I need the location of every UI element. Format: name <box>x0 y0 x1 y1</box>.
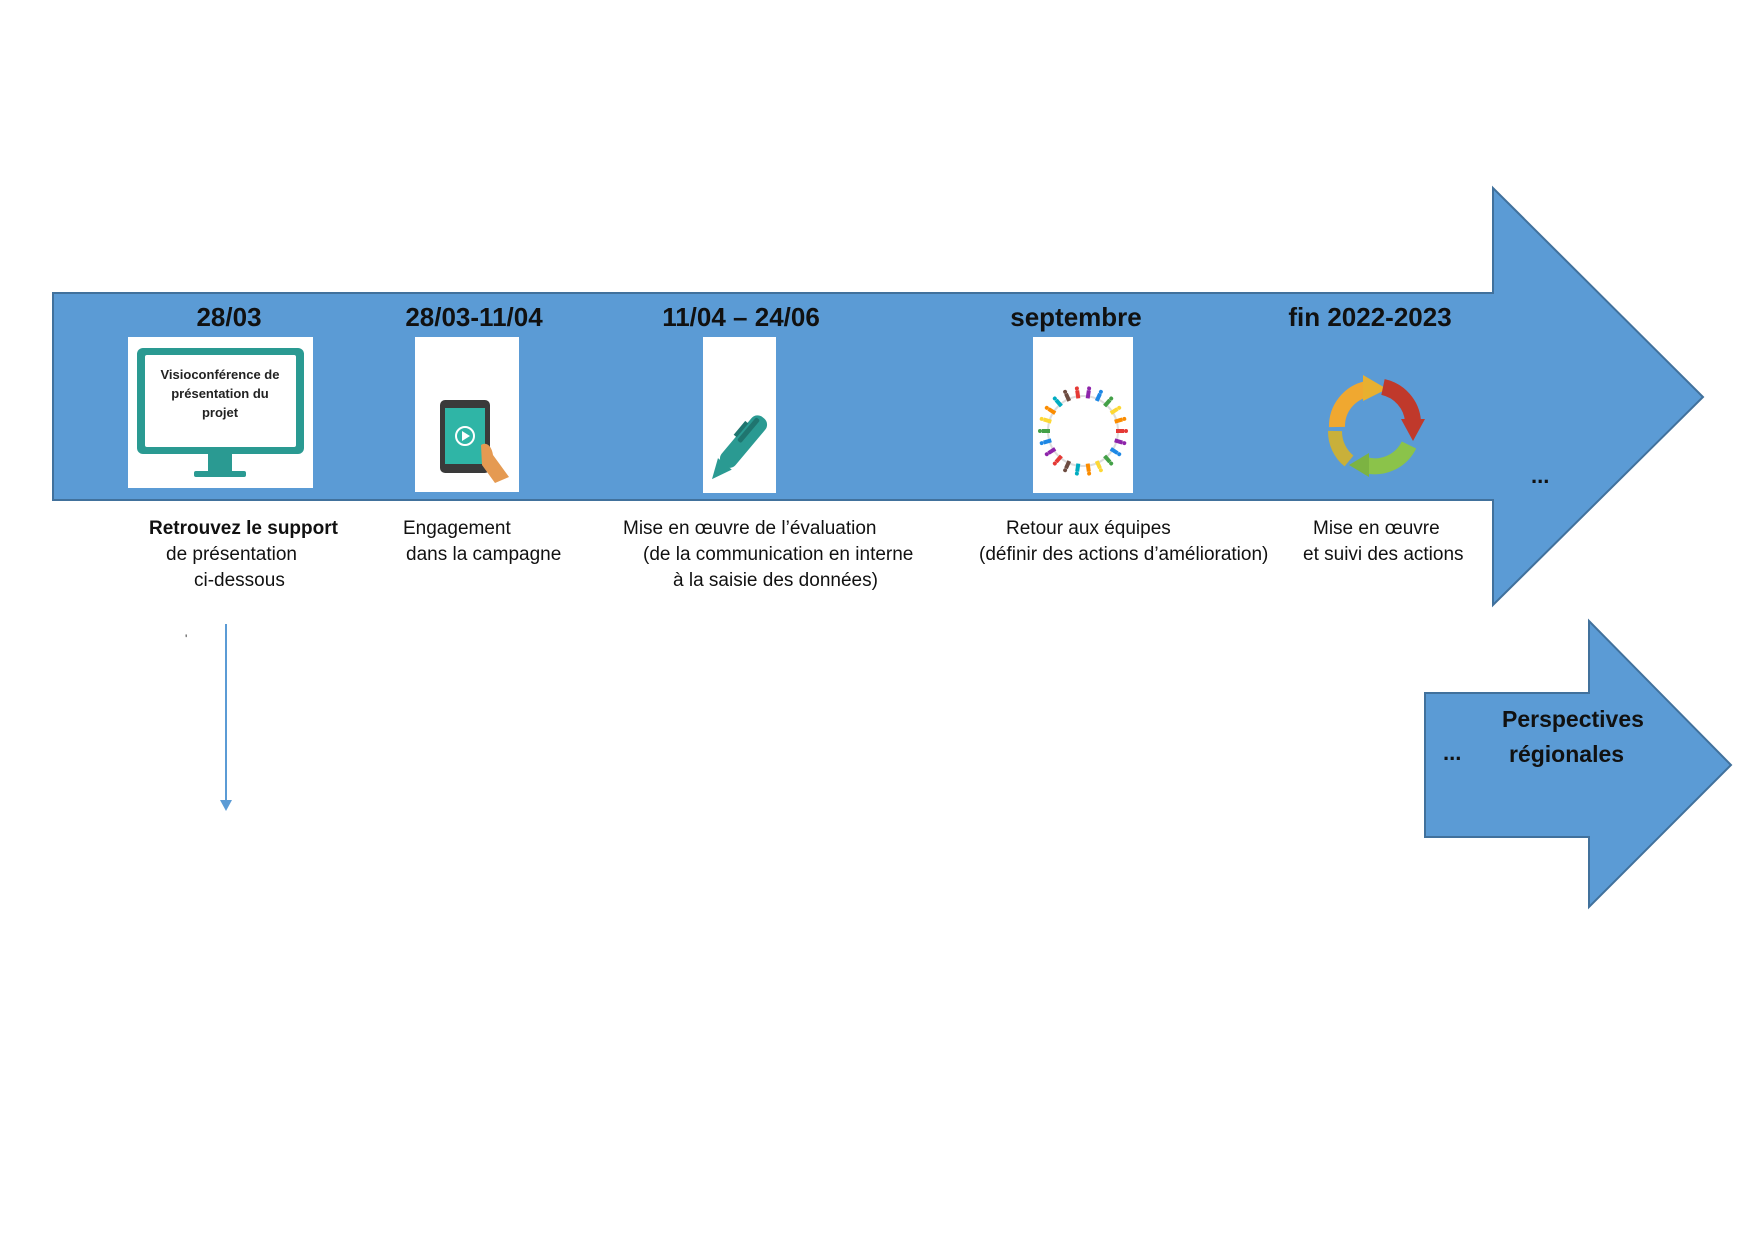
down-arrow-head <box>220 800 232 811</box>
person-figure <box>1044 447 1057 457</box>
cycle-arrows-icon <box>1328 375 1425 477</box>
person-figure <box>1085 463 1092 476</box>
person-figure <box>1074 386 1081 399</box>
step-1-caption-line-2: de présentation <box>166 544 297 565</box>
step-5-date: fin 2022-2023 <box>1288 302 1452 332</box>
step-3-caption-line-1: Mise en œuvre de l’évaluation <box>623 518 877 539</box>
step-5-caption: Mise en œuvre et suivi des actions <box>1303 516 1464 568</box>
person-figure <box>1114 438 1127 446</box>
step-2-caption-line-1: Engagement <box>403 518 511 539</box>
pen-icon <box>712 415 768 480</box>
person-figure <box>1052 454 1063 466</box>
step-2-date: 28/03-11/04 <box>405 302 543 332</box>
stray-mark: ' <box>185 632 188 646</box>
person-figure <box>1114 416 1127 424</box>
person-figure <box>1074 463 1081 476</box>
monitor-text-line-2: présentation du <box>171 386 269 401</box>
step-2-caption-line-2: dans la campagne <box>406 544 562 565</box>
person-figure <box>1109 447 1122 457</box>
person-figure <box>1094 460 1103 473</box>
step-4-caption-line-2: (définir des actions d’amélioration) <box>979 544 1269 565</box>
step-3-caption-line-3: à la saisie des données) <box>673 570 878 591</box>
perspectives-label-line-2: régionales <box>1509 741 1625 767</box>
step-1-date: 28/03 <box>196 302 262 332</box>
person-figure <box>1044 405 1057 415</box>
step-5-caption-line-1: Mise en œuvre <box>1313 518 1440 539</box>
people-circle-icon <box>1038 386 1128 476</box>
person-figure <box>1063 460 1072 473</box>
timeline-ellipsis: ... <box>1531 463 1550 488</box>
perspectives-label-line-1: Perspectives <box>1502 706 1644 732</box>
step-4-image <box>1033 337 1133 493</box>
step-3-date: 11/04 – 24/06 <box>662 302 820 332</box>
person-figure <box>1063 389 1072 402</box>
perspectives-arrow <box>1424 618 1733 910</box>
step-4-caption: Retour aux équipes (définir des actions … <box>979 516 1268 568</box>
step-1-caption-line-3: ci-dessous <box>194 570 285 591</box>
tablet-icon <box>440 400 509 483</box>
step-2-image <box>415 337 519 492</box>
person-figure <box>1085 386 1092 399</box>
step-5-image <box>1313 365 1438 490</box>
perspectives-ellipsis: ... <box>1443 740 1462 765</box>
timeline-arrow <box>52 185 1705 608</box>
step-3-image <box>703 337 776 493</box>
monitor-text-line-3: projet <box>202 405 239 420</box>
person-figure <box>1094 389 1103 402</box>
person-figure <box>1109 405 1122 415</box>
step-1-caption-line-1: Retrouvez le support <box>149 518 338 539</box>
step-1-image: Visioconférence de présentation du proje… <box>128 337 313 488</box>
step-4-date: septembre <box>1010 302 1142 332</box>
person-figure <box>1039 438 1052 446</box>
person-figure <box>1103 454 1114 466</box>
person-figure <box>1038 429 1050 433</box>
step-4-caption-line-1: Retour aux équipes <box>1006 518 1171 539</box>
step-3-caption: Mise en œuvre de l’évaluation (de la com… <box>623 516 913 594</box>
step-1-caption: Retrouvez le support de présentation ci-… <box>149 516 338 594</box>
person-figure <box>1052 396 1063 408</box>
person-figure <box>1039 416 1052 424</box>
step-5-caption-line-2: et suivi des actions <box>1303 544 1464 565</box>
monitor-text-line-1: Visioconférence de <box>161 367 280 382</box>
monitor-icon: Visioconférence de présentation du proje… <box>137 348 304 477</box>
person-figure <box>1116 429 1128 433</box>
step-2-caption: Engagement dans la campagne <box>403 516 561 568</box>
step-3-caption-line-2: (de la communication en interne <box>643 544 914 565</box>
person-figure <box>1103 396 1114 408</box>
